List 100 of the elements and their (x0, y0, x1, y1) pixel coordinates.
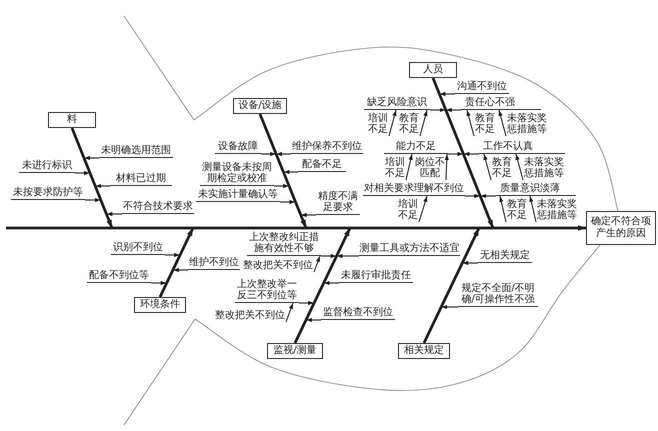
sub-cause-label: 教育不足 (491, 157, 513, 180)
arrow (444, 154, 449, 180)
arrow (298, 300, 315, 306)
arrow (388, 110, 396, 136)
arrow (172, 268, 188, 272)
bone-arrow (461, 227, 480, 264)
bone-line (258, 113, 278, 155)
bone-line (288, 185, 297, 203)
cause-label: 责任心不强 (461, 96, 541, 110)
bone-line (440, 262, 464, 308)
bone-arrow (178, 227, 194, 256)
arrow (445, 108, 462, 112)
arrow (314, 256, 320, 272)
bone-arrow (478, 195, 494, 229)
arrow (300, 212, 316, 218)
bone-arrow (300, 214, 308, 229)
sub-cause-label: 岗位不匹配 (414, 157, 446, 180)
bone-line (322, 255, 338, 284)
arrow (484, 154, 492, 180)
bone-line (100, 199, 108, 215)
category-box: 监视/测量 (267, 343, 323, 359)
cause-label: 未实施计量确认等 (196, 188, 280, 202)
sub-cause-label: 整改把关不到位 (242, 260, 314, 272)
arrow (430, 108, 446, 112)
cause-label: 维护不到位 (188, 256, 240, 270)
arrow (323, 280, 340, 286)
arrow (498, 110, 506, 136)
cause-label: 无相关规定 (478, 249, 532, 263)
bone-arrow (105, 213, 114, 229)
sub-cause-label: 未落实奖惩措施等 (523, 157, 565, 180)
bone-line (444, 109, 465, 155)
bone-line (94, 185, 102, 201)
arrow (74, 170, 90, 176)
arrow (336, 254, 360, 258)
spine-line (112, 226, 193, 230)
category-box: 人员 (409, 62, 457, 78)
cause-label: 缺乏风险意识 (364, 96, 430, 110)
bone-line (432, 77, 441, 95)
cause-label: 沟通不到位 (455, 80, 509, 94)
cause-label: 设备故障 (215, 140, 261, 154)
cause-label: 上次整改举一反三不到位等 (235, 278, 299, 303)
cause-label: 监督检查不到位 (321, 306, 395, 320)
bone-line (462, 153, 482, 197)
arrow (499, 196, 506, 222)
arrow (464, 194, 481, 198)
arrow (106, 212, 122, 216)
sub-cause-label: 培训不足 (384, 157, 406, 180)
arrow (84, 156, 100, 160)
cause-label: 材料已过期 (110, 172, 172, 186)
arrow (274, 184, 290, 188)
bone-line (88, 172, 96, 187)
sub-cause-label: 教育不足 (506, 199, 528, 222)
spine-line (306, 226, 350, 230)
spine-line (479, 226, 493, 230)
cause-label: 未履行审批责任 (339, 269, 413, 283)
bone-line (82, 157, 92, 174)
bone-line (165, 269, 174, 284)
spine-line (193, 226, 306, 230)
bone-line (304, 302, 316, 321)
cause-label: 对相关要求理解不到位 (363, 182, 465, 196)
arrow (462, 152, 480, 156)
arrow (164, 252, 181, 258)
bone-line (294, 319, 308, 344)
category-box: 料 (48, 112, 96, 128)
arrow (406, 154, 413, 180)
arrow (280, 200, 296, 204)
category-box: 环境条件 (134, 297, 186, 313)
cause-label: 测量设备未按周期检定或校准 (200, 161, 274, 186)
sub-cause-label: 未落实奖惩措施等 (536, 199, 578, 222)
cause-label: 配备不到位等 (87, 269, 151, 283)
sub-cause-label: 培训不足 (367, 113, 389, 136)
sub-cause-label: 教育不足 (474, 113, 496, 136)
problem-box: 确定不符合项产生的原因 (586, 211, 656, 245)
cause-label: 识别不到位 (111, 241, 165, 255)
cause-label: 配备不足 (298, 158, 346, 172)
bone-line (422, 306, 442, 344)
arrow (448, 152, 464, 156)
arrow (84, 198, 102, 202)
arrow (516, 154, 524, 180)
bone-line (294, 201, 302, 216)
arrow (418, 196, 428, 222)
cause-label: 维护保养不到位 (291, 140, 363, 154)
cause-label: 上次整改纠正措施有效性不够 (247, 231, 321, 256)
bone-line (282, 171, 290, 187)
category-box: 设备/设施 (233, 98, 287, 114)
cause-label: 测量工具或方法不适宜 (359, 242, 460, 256)
arrow (150, 280, 168, 286)
bone-line (312, 282, 325, 304)
bone-line (274, 153, 285, 173)
category-box: 相关规定 (398, 343, 450, 359)
sub-cause-label: 培训不足 (397, 199, 419, 222)
cause-label: 不符合技术要求 (122, 200, 194, 214)
cause-label: 质量意识淡薄 (496, 182, 576, 196)
arrow (306, 318, 322, 322)
arrow (94, 184, 110, 188)
bone-line (438, 93, 448, 111)
arrow (420, 110, 428, 136)
spine-line (6, 226, 112, 230)
cause-label: 规定不全面/不明确/可操作性不强 (458, 282, 538, 307)
bone-arrow (335, 227, 352, 257)
